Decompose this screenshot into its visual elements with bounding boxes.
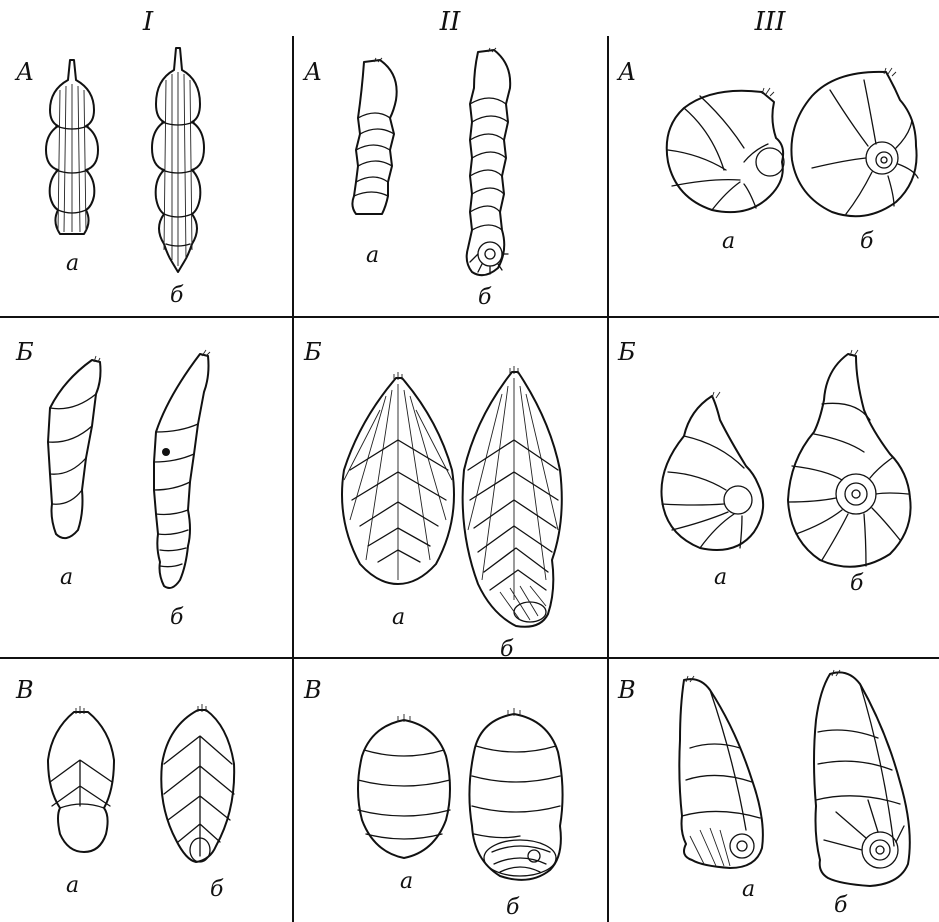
- label-a: а: [366, 243, 379, 268]
- label-a: а: [722, 229, 735, 254]
- specimen-a: [352, 58, 396, 214]
- specimen-b: [152, 48, 204, 272]
- panel-III-B: Б а б: [617, 338, 911, 596]
- row-label: Б: [303, 338, 322, 366]
- specimen-a: [667, 88, 784, 212]
- column-header-2: II: [439, 7, 461, 37]
- row-label: В: [15, 676, 34, 704]
- label-b: б: [834, 893, 848, 918]
- label-b: б: [500, 637, 514, 662]
- panel-I-A: А а б: [14, 48, 204, 308]
- specimen-b: [467, 48, 511, 275]
- label-b: б: [478, 285, 492, 310]
- column-header-1: I: [142, 7, 154, 37]
- label-b: б: [860, 229, 874, 254]
- panel-I-B: Б а б: [15, 338, 210, 630]
- label-b: б: [506, 895, 520, 920]
- column-header-3: III: [754, 7, 787, 37]
- row-label: А: [616, 58, 636, 86]
- row-label: В: [617, 676, 636, 704]
- specimen-a: [48, 356, 101, 538]
- row-label: А: [302, 58, 322, 86]
- specimen-a: [46, 60, 98, 234]
- label-b: б: [210, 877, 224, 902]
- label-b: б: [850, 571, 864, 596]
- panel-II-V: В а б: [303, 676, 563, 920]
- specimen-b: [791, 68, 918, 216]
- panel-II-B: Б а б: [303, 338, 562, 662]
- specimen-a: [661, 392, 763, 550]
- specimen-a: [48, 706, 114, 852]
- label-a: а: [714, 565, 727, 590]
- label-a: а: [66, 251, 79, 276]
- specimen-b: [154, 350, 210, 588]
- specimen-a: [342, 372, 454, 584]
- specimen-b: [469, 708, 562, 880]
- specimen-a: [358, 714, 450, 858]
- specimen-b: [463, 366, 562, 627]
- panel-III-V: В а б: [617, 670, 910, 918]
- label-b: б: [170, 283, 184, 308]
- specimen-b: [788, 350, 911, 567]
- specimen-b: [161, 704, 234, 862]
- row-label: В: [303, 676, 322, 704]
- specimen-a: [679, 676, 763, 868]
- row-label: А: [14, 58, 34, 86]
- panel-II-A: А а б: [302, 48, 510, 310]
- label-a: а: [392, 605, 405, 630]
- row-label: Б: [617, 338, 636, 366]
- panel-I-V: В а б: [15, 676, 234, 902]
- row-label: Б: [15, 338, 34, 366]
- label-b: б: [170, 605, 184, 630]
- label-a: а: [60, 565, 73, 590]
- label-a: а: [400, 869, 413, 894]
- label-a: а: [66, 873, 79, 898]
- specimen-b: [814, 670, 910, 886]
- label-a: а: [742, 877, 755, 902]
- panel-III-A: А а б: [616, 58, 918, 254]
